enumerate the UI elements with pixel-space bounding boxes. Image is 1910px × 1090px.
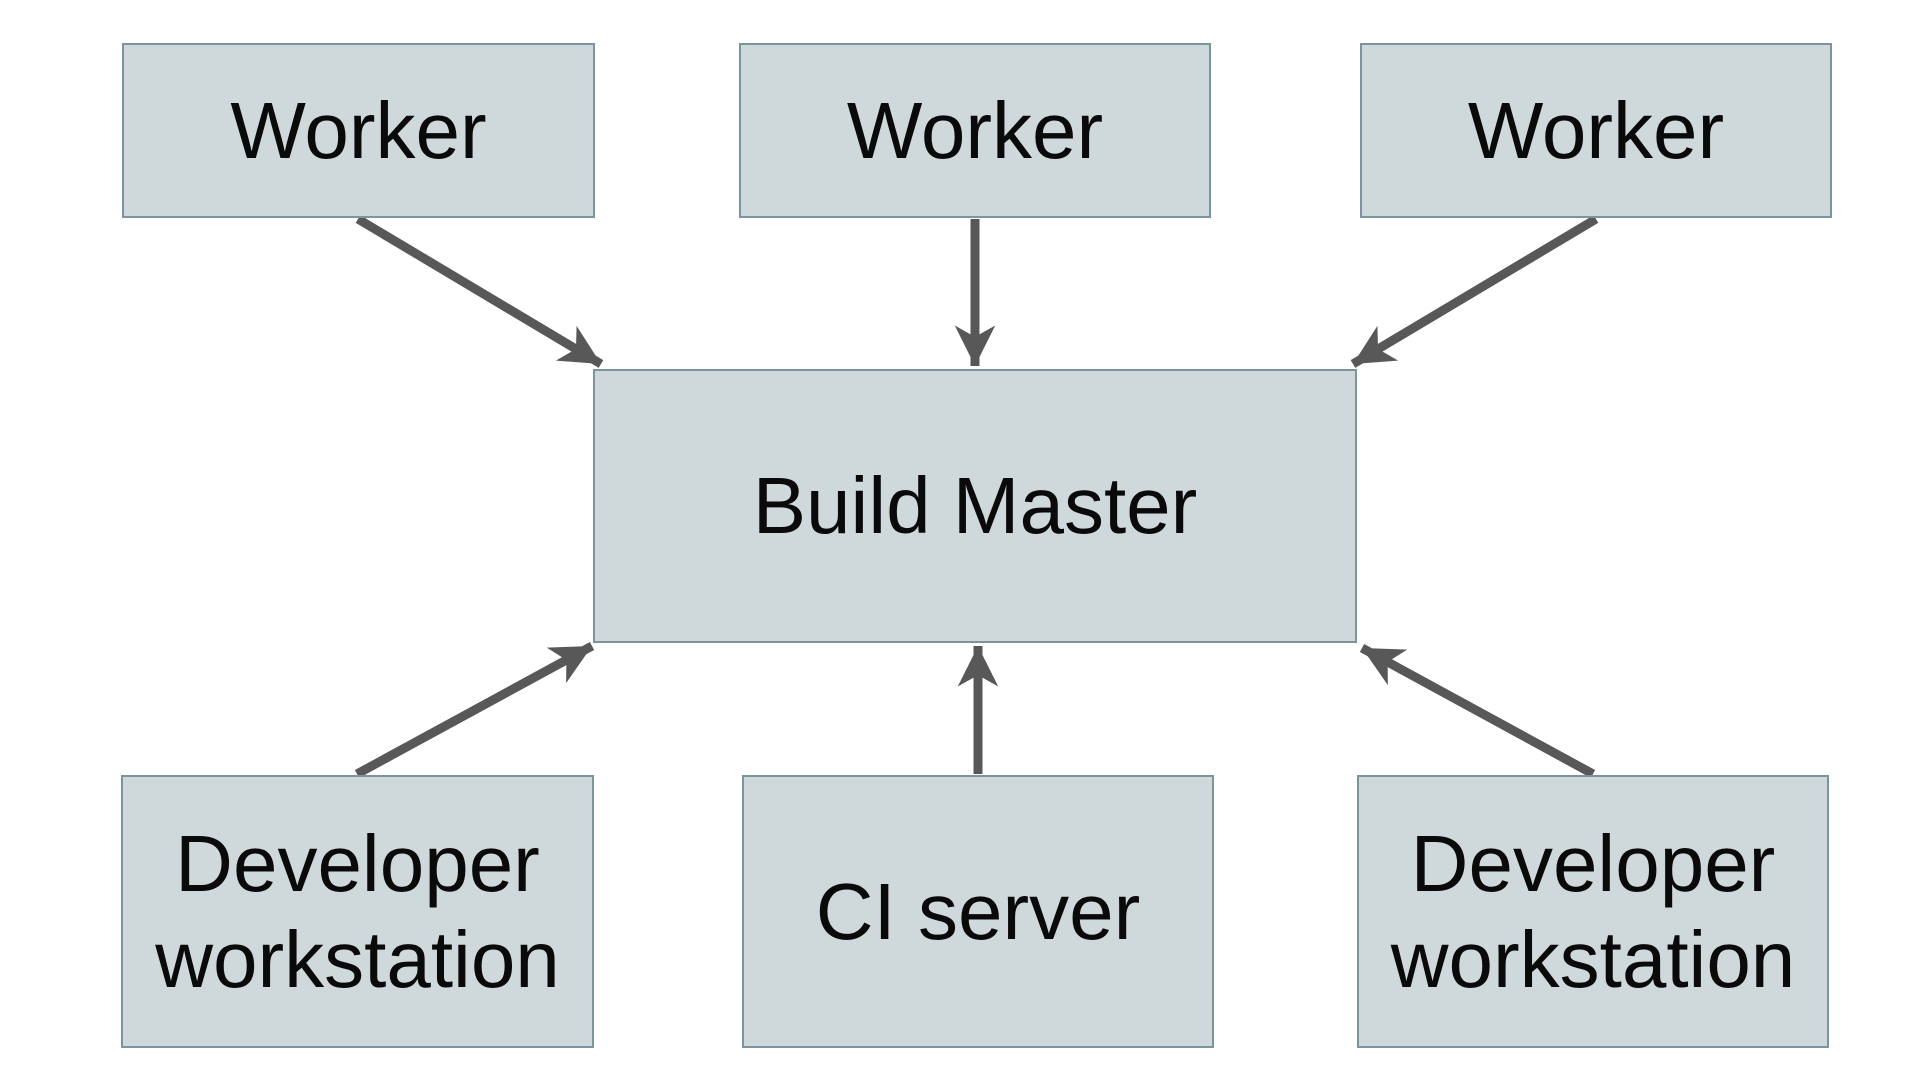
- node-ci-server-label: CI server: [815, 866, 1141, 956]
- node-ci-server: CI server: [742, 775, 1214, 1048]
- arrow-worker3-to-buildmaster: [1350, 215, 1599, 368]
- node-developer-workstation-left-label: Developer workstation: [155, 818, 560, 1004]
- node-developer-workstation-right: Developer workstation: [1357, 775, 1829, 1048]
- node-build-master-label: Build Master: [752, 461, 1198, 550]
- arrow-worker1-to-buildmaster: [355, 215, 604, 368]
- node-worker-2-label: Worker: [846, 85, 1104, 175]
- node-worker-3: Worker: [1360, 43, 1832, 218]
- arrow-devleft-to-buildmaster: [354, 642, 595, 778]
- node-developer-workstation-right-label: Developer workstation: [1390, 818, 1796, 1004]
- node-build-master: Build Master: [593, 369, 1357, 643]
- node-worker-3-label: Worker: [1467, 85, 1725, 175]
- node-worker-1-label: Worker: [230, 85, 487, 175]
- node-worker-2: Worker: [739, 43, 1211, 218]
- arrow-devright-to-buildmaster: [1359, 644, 1596, 778]
- node-developer-workstation-left: Developer workstation: [121, 775, 594, 1048]
- node-worker-1: Worker: [122, 43, 595, 218]
